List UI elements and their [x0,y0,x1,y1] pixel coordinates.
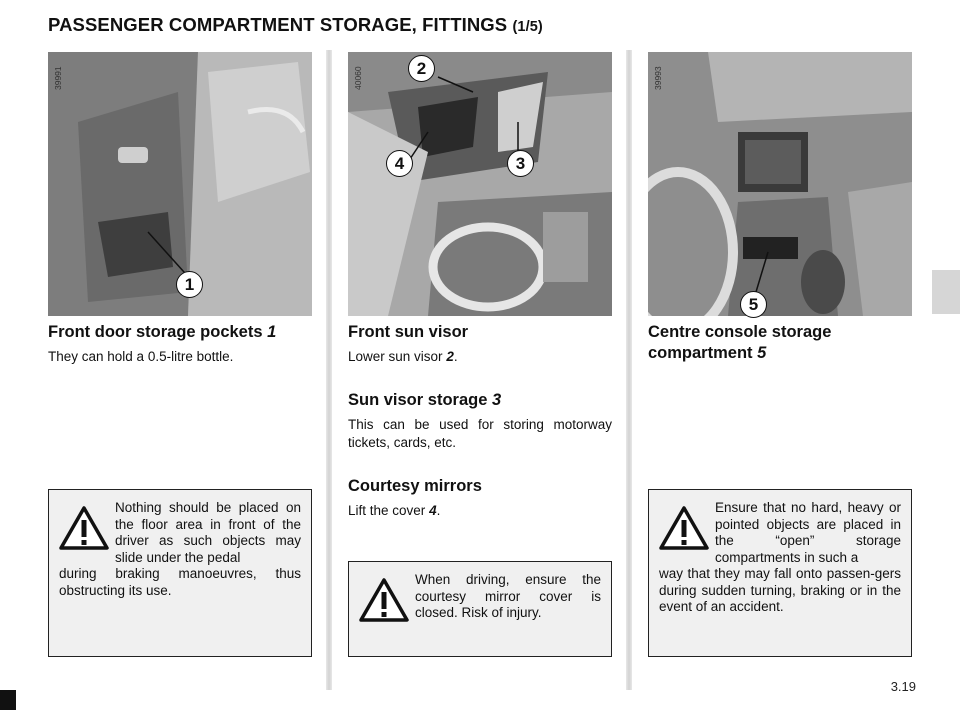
heading-line: compartment [648,344,753,362]
callout-5: 5 [740,291,767,318]
corner-mark [0,690,16,710]
text: Lower sun visor [348,349,443,364]
visor-storage-text: This can be used for storing motorway ti… [348,417,612,450]
sun-visor-heading: Front sun visor [348,323,469,341]
text-number: 4 [429,503,437,518]
callout-4: 4 [386,150,413,177]
sun-visor-photo: 40060 [348,52,612,316]
photo-code: 39991 [53,66,63,90]
courtesy-mirrors-text: Lift the cover 4. [348,502,440,520]
photo-code: 40060 [353,66,363,90]
warning-box-floor: Nothing should be placed on the floor ar… [48,489,312,657]
visor-storage-heading: Sun visor storage 3 [348,390,501,411]
text-end: . [436,503,441,518]
warning-triangle-icon [59,506,109,550]
warning-text: Ensure that no hard, heavy or pointed ob… [715,500,901,565]
door-pocket-photo: 39991 [48,52,312,316]
warning-text: When driving, ensure the courtesy mirror… [415,572,601,620]
photo-code: 39993 [653,66,663,90]
courtesy-mirrors-heading: Courtesy mirrors [348,477,482,495]
console-storage-photo: 39993 [648,52,912,316]
warning-text: Nothing should be placed on the floor ar… [115,500,301,565]
column-separator [326,50,332,690]
section-tab [932,270,960,314]
heading-line: Centre console storage [648,323,832,341]
door-pockets-heading: Front door storage pockets 1 [48,322,276,343]
page-title-text: PASSENGER COMPARTMENT STORAGE, FITTINGS [48,14,508,35]
warning-triangle-icon [359,578,409,622]
text: Lift the cover [348,503,426,518]
column-separator [626,50,632,690]
warning-triangle-icon [659,506,709,550]
warning-text-continued: during braking manoeuvres, thus obstruct… [59,566,301,598]
door-pockets-text: They can hold a 0.5-litre bottle. [48,349,234,364]
page-title: PASSENGER COMPARTMENT STORAGE, FITTINGS … [48,14,543,36]
warning-box-mirror: When driving, ensure the courtesy mirror… [348,561,612,657]
warning-text-continued: way that they may fall onto passen-gers … [659,566,901,614]
text-end: . [453,349,458,364]
heading-number: 5 [757,344,767,362]
warning-box-objects: Ensure that no hard, heavy or pointed ob… [648,489,912,657]
page-title-part: (1/5) [512,19,543,35]
heading-text: Sun visor storage [348,391,488,409]
page-number: 3.19 [890,679,916,694]
heading-number: 1 [267,323,277,341]
console-storage-heading: Centre console storage compartment 5 [648,322,831,364]
heading-number: 3 [491,391,502,409]
callout-1: 1 [176,271,203,298]
heading-text: Front door storage pockets [48,323,263,341]
text-number: 2 [446,349,454,364]
callout-3: 3 [507,150,534,177]
sun-visor-text: Lower sun visor 2. [348,348,458,366]
callout-2: 2 [408,55,435,82]
